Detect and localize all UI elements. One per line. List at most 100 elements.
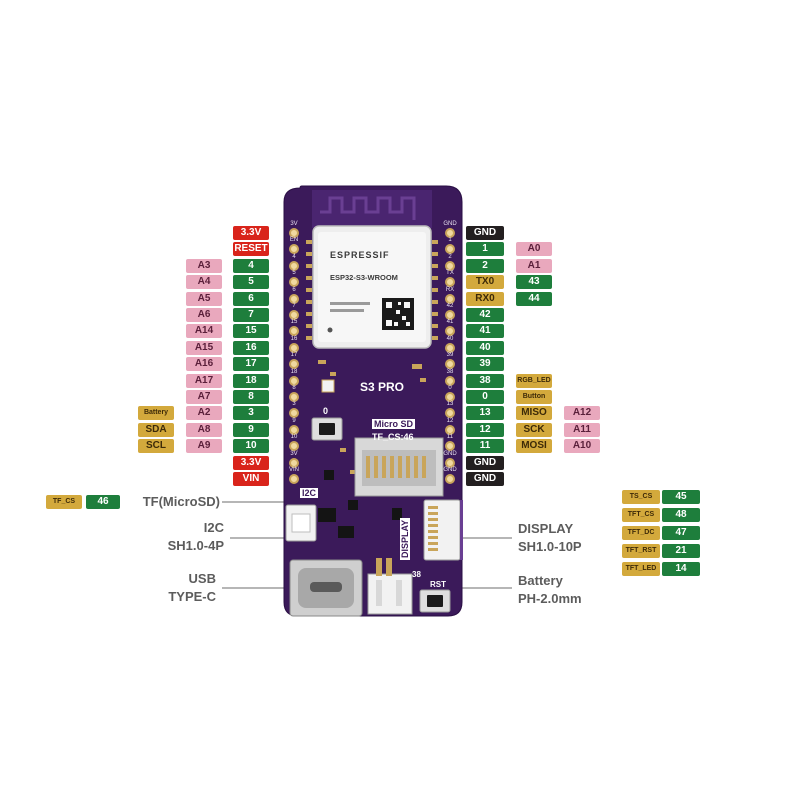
right-header-silk-label: 13 — [446, 401, 454, 408]
left-header-silk-label: 8 — [292, 385, 296, 391]
right-header-pad — [445, 441, 455, 452]
left-header-pad — [289, 375, 299, 386]
right-header-silk-label: 12 — [446, 417, 454, 424]
pin-gpio-5: 5 — [233, 275, 269, 290]
pin-gpio-4: 4 — [233, 258, 269, 273]
antenna-keepout — [312, 190, 432, 228]
display-pin-name-tft-rst: TFT_RST — [622, 544, 660, 558]
pin-analog-a11: A11 — [564, 422, 600, 437]
left-header-pad — [289, 408, 299, 419]
pin-gpio-6: 6 — [233, 291, 269, 306]
left-header-silk-label: 18 — [290, 368, 298, 375]
pin-function-sck: SCK — [516, 422, 552, 437]
pin-gpio-44: 44 — [516, 291, 552, 306]
right-header-silk-label: GND — [443, 450, 457, 457]
right-header-pad — [445, 326, 455, 337]
left-header-silk-label: 4 — [292, 253, 296, 260]
io38-silk: 38 — [412, 570, 421, 579]
module-model: ESP32-S3-WROOM — [330, 273, 398, 282]
left-header-pad — [289, 392, 299, 402]
button0-silk: 0 — [323, 406, 329, 416]
antenna-trace — [320, 196, 416, 220]
right-header-silk-label: 0 — [448, 385, 452, 391]
microsd-label: Micro SD — [372, 419, 416, 429]
right-header-pad — [445, 228, 455, 238]
pin-analog-a10: A10 — [564, 439, 600, 454]
left-header-pad — [289, 359, 299, 370]
pin-function-button: Button — [516, 390, 552, 404]
pin-analog-a17: A17 — [186, 373, 222, 388]
right-header-silk-label: RX — [445, 286, 455, 293]
display-pin-gpio-45: 45 — [662, 490, 700, 504]
pin-main-gnd: GND — [466, 472, 504, 486]
left-header-pad — [289, 293, 299, 304]
tf-cs-silk: TF_CS:46 — [372, 432, 414, 442]
left-header-pad — [289, 342, 299, 353]
pin-main-gnd: GND — [466, 226, 504, 240]
right-header-silk-label: TX — [446, 270, 454, 277]
right-header-pad — [445, 474, 455, 484]
right-header-silk-label: 2 — [448, 253, 452, 260]
left-header-silk-label: 6 — [292, 286, 296, 293]
left-header-silk-label: 3V — [290, 450, 298, 457]
pin-analog-a1: A1 — [516, 258, 552, 273]
pin-gpio-18: 18 — [233, 373, 269, 388]
small-ics — [318, 470, 402, 538]
left-header-pad — [289, 326, 299, 337]
callout-display-line2: SH1.0-10P — [518, 539, 582, 554]
pin-analog-a0: A0 — [516, 242, 552, 257]
right-header-pad — [445, 293, 455, 304]
pin-analog-a14: A14 — [186, 324, 222, 339]
pin-analog-a15: A15 — [186, 340, 222, 355]
pin-main-rx0: RX0 — [466, 291, 504, 306]
pin-main-39: 39 — [466, 357, 504, 372]
callout-usb-line1: USB — [188, 571, 216, 586]
display-pin-name-tft-led: TFT_LED — [622, 562, 660, 576]
right-header-pad — [445, 342, 455, 353]
pin-gpio-17: 17 — [233, 357, 269, 372]
pin-analog-a8: A8 — [186, 422, 222, 437]
pin-power-3-3v: 3.3V — [233, 455, 269, 470]
pin-main-40: 40 — [466, 340, 504, 355]
callout-tf-microsd: TF(MicroSD) — [142, 494, 220, 509]
left-header-silk-label: 10 — [290, 434, 298, 441]
left-header-pad — [289, 244, 299, 255]
right-header-silk-label: 11 — [446, 434, 454, 441]
pin-analog-a2: A2 — [186, 406, 222, 421]
right-header-pad — [445, 408, 455, 419]
left-header-pad — [289, 260, 299, 271]
battery-connector — [367, 573, 413, 615]
pin-analog-a9: A9 — [186, 439, 222, 454]
module-brand: ESPRESSIF — [330, 250, 390, 260]
i2c-silk: I2C — [300, 488, 319, 498]
left-header-pad — [289, 310, 299, 320]
left-header-pad — [289, 277, 299, 288]
pin-power-3-3v: 3.3V — [233, 226, 269, 240]
display-silk: DISPLAY — [400, 517, 410, 560]
pin-analog-a4: A4 — [186, 275, 222, 290]
left-header-silk-label: 7 — [292, 303, 296, 309]
pin-main-12: 12 — [466, 422, 504, 437]
pin-gpio-43: 43 — [516, 275, 552, 290]
pin-function-sda: SDA — [138, 422, 174, 437]
pin-gpio-16: 16 — [233, 340, 269, 355]
pin-main-1: 1 — [466, 242, 504, 257]
right-header-silk-label: GND — [443, 467, 457, 473]
right-header-silk-label: GND — [443, 221, 457, 227]
pin-gpio-8: 8 — [233, 390, 269, 404]
display-pin-gpio-48: 48 — [662, 508, 700, 522]
right-header-silk-label: 40 — [446, 335, 454, 342]
left-header-silk-label: 9 — [292, 417, 296, 424]
callout-battery-line1: Battery — [518, 573, 563, 588]
pin-main-38: 38 — [466, 373, 504, 388]
pin-main-0: 0 — [466, 390, 504, 404]
left-header-silk-label: VIN — [288, 467, 299, 473]
pin-analog-a12: A12 — [564, 406, 600, 421]
pin-analog-a6: A6 — [186, 308, 222, 322]
callout-usb-line2: TYPE-C — [168, 589, 216, 604]
tf-cs-pin-tag: 46 — [86, 495, 120, 509]
display-pin-name-tft-cs: TFT_CS — [622, 508, 660, 522]
right-header-silk-label: 42 — [446, 303, 454, 309]
left-header-pad — [289, 228, 299, 238]
